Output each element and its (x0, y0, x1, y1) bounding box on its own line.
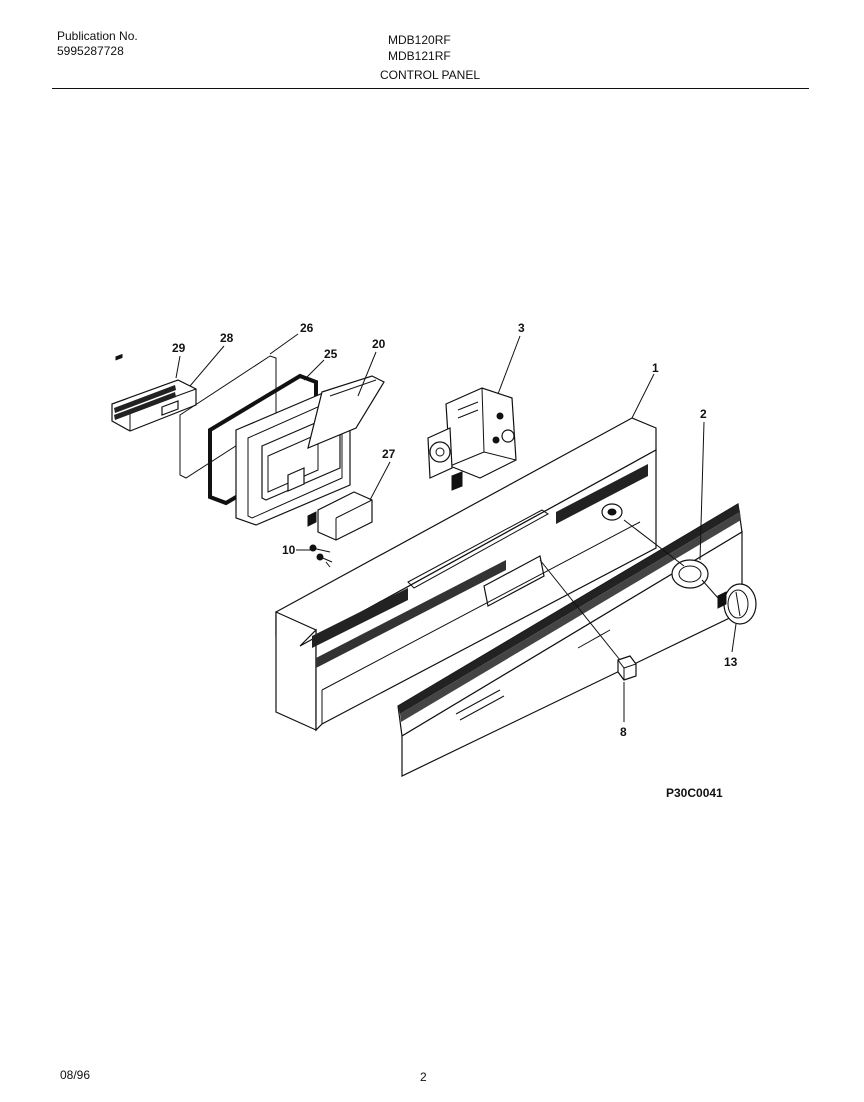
part-3-timer (427, 387, 517, 491)
part-13-knob (717, 583, 757, 625)
part-1-console (275, 417, 657, 732)
callout-3: 3 (518, 321, 525, 335)
part-29-keypad (111, 353, 197, 432)
drawing-code: P30C0041 (666, 786, 723, 800)
section-title: CONTROL PANEL (380, 68, 481, 82)
footer-date: 08/96 (60, 1068, 91, 1082)
callout-26: 26 (300, 321, 314, 335)
callout-28: 28 (220, 331, 234, 345)
callout-2: 2 (700, 407, 707, 421)
callout-8: 8 (620, 725, 627, 739)
publication-label: Publication No. (57, 29, 138, 43)
header-divider (52, 88, 809, 89)
callout-1: 1 (652, 361, 659, 375)
part-8-button (617, 655, 637, 681)
part-27-module (307, 491, 373, 541)
leader-lines (175, 333, 737, 722)
part-10-screws (309, 544, 333, 568)
callout-27: 27 (382, 447, 396, 461)
callout-13: 13 (724, 655, 738, 669)
callout-10: 10 (282, 543, 296, 557)
model-number-1: MDB120RF (388, 33, 451, 47)
callout-25: 25 (324, 347, 338, 361)
page-number: 2 (420, 1070, 427, 1084)
publication-number: 5995287728 (57, 44, 124, 58)
part-20-housing (235, 375, 385, 526)
callout-20: 20 (372, 337, 386, 351)
callout-29: 29 (172, 341, 186, 355)
model-number-2: MDB121RF (388, 49, 451, 63)
part-2-overlay (397, 503, 743, 777)
